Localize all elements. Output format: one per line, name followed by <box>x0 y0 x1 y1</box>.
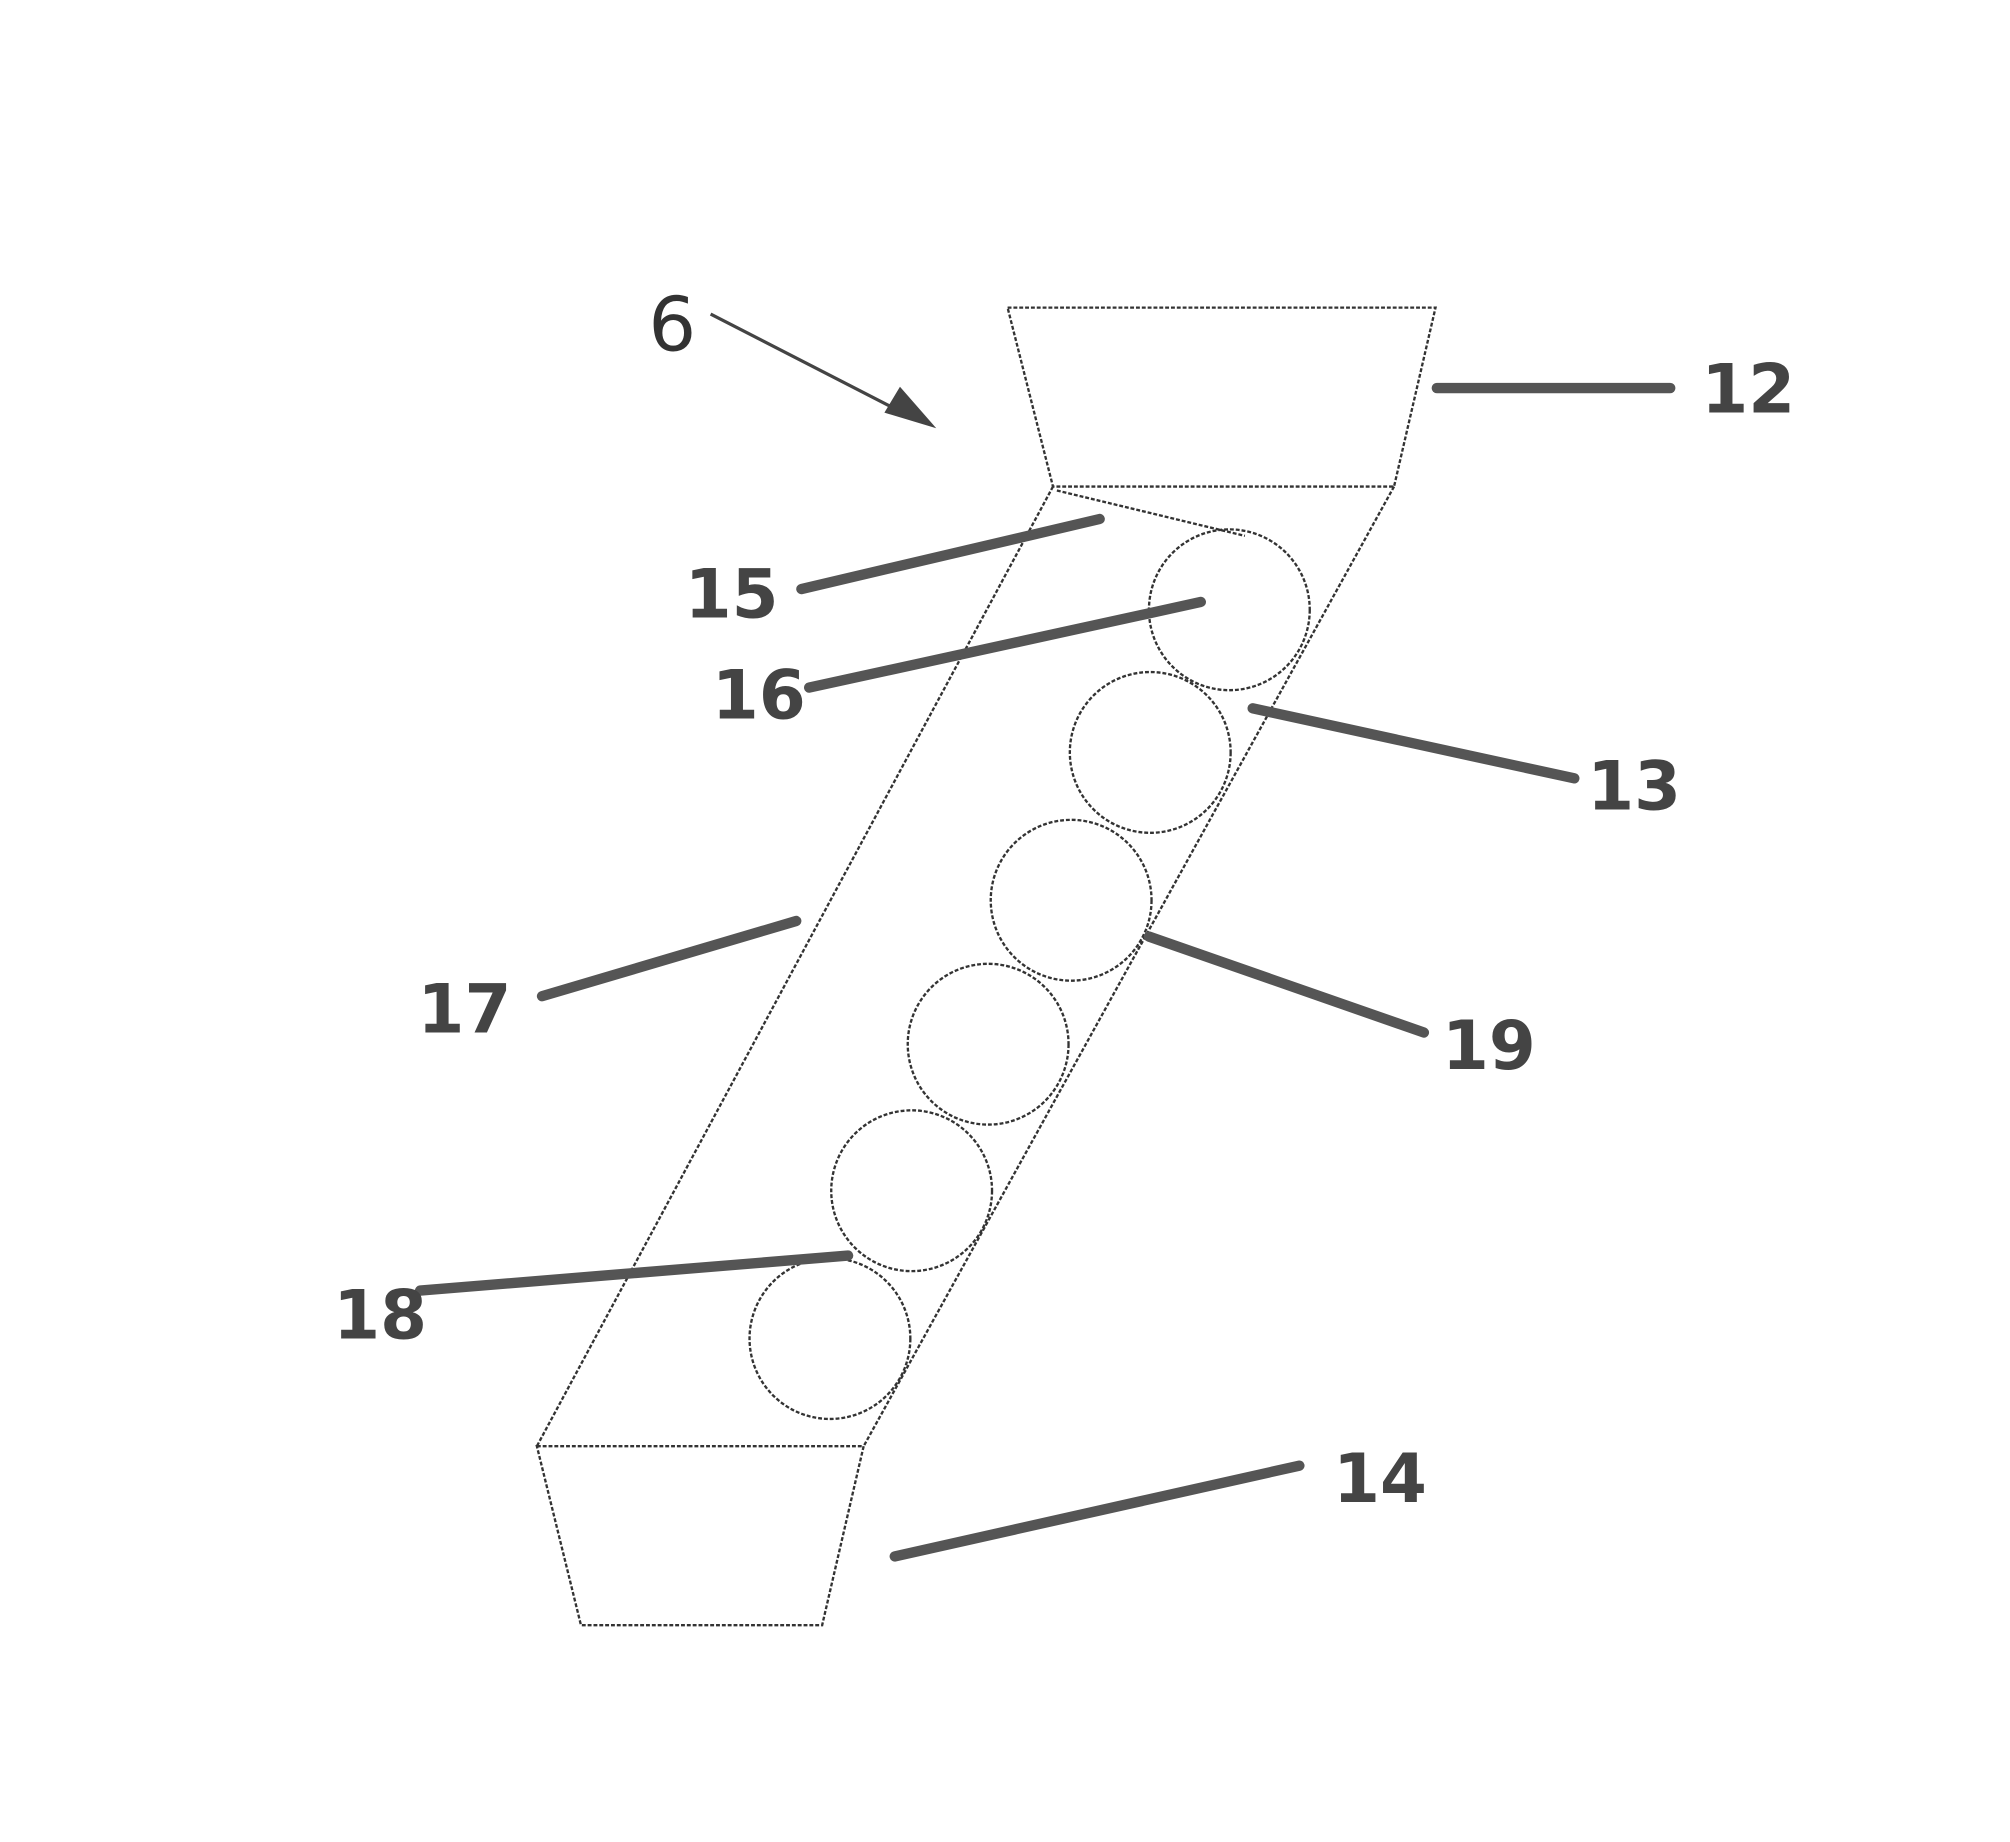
leader-18 <box>414 1250 854 1296</box>
label-13: 13 <box>1587 746 1681 825</box>
label-6: 6 <box>648 280 696 368</box>
leader-17 <box>536 915 802 1002</box>
upper-hopper <box>1006 306 1437 488</box>
label-16: 16 <box>712 656 806 735</box>
leader-14 <box>889 1460 1305 1562</box>
leader-15 <box>796 513 1105 595</box>
leader-16 <box>804 596 1207 693</box>
label-19: 19 <box>1442 1006 1536 1085</box>
label-18: 18 <box>333 1276 427 1355</box>
label-14: 14 <box>1333 1439 1427 1518</box>
leader-13 <box>1247 703 1580 784</box>
tube-right-wall <box>862 486 1396 1447</box>
rollers <box>748 528 1311 1421</box>
lower-receptacle <box>535 1445 866 1627</box>
arrow-6: 6 <box>648 280 937 429</box>
leader-19 <box>1143 931 1430 1038</box>
label-15: 15 <box>685 555 779 634</box>
label-12: 12 <box>1701 350 1795 429</box>
label-17: 17 <box>418 970 512 1049</box>
tube-left-wall <box>535 486 1055 1447</box>
tube-inlet-edge <box>1056 489 1246 537</box>
